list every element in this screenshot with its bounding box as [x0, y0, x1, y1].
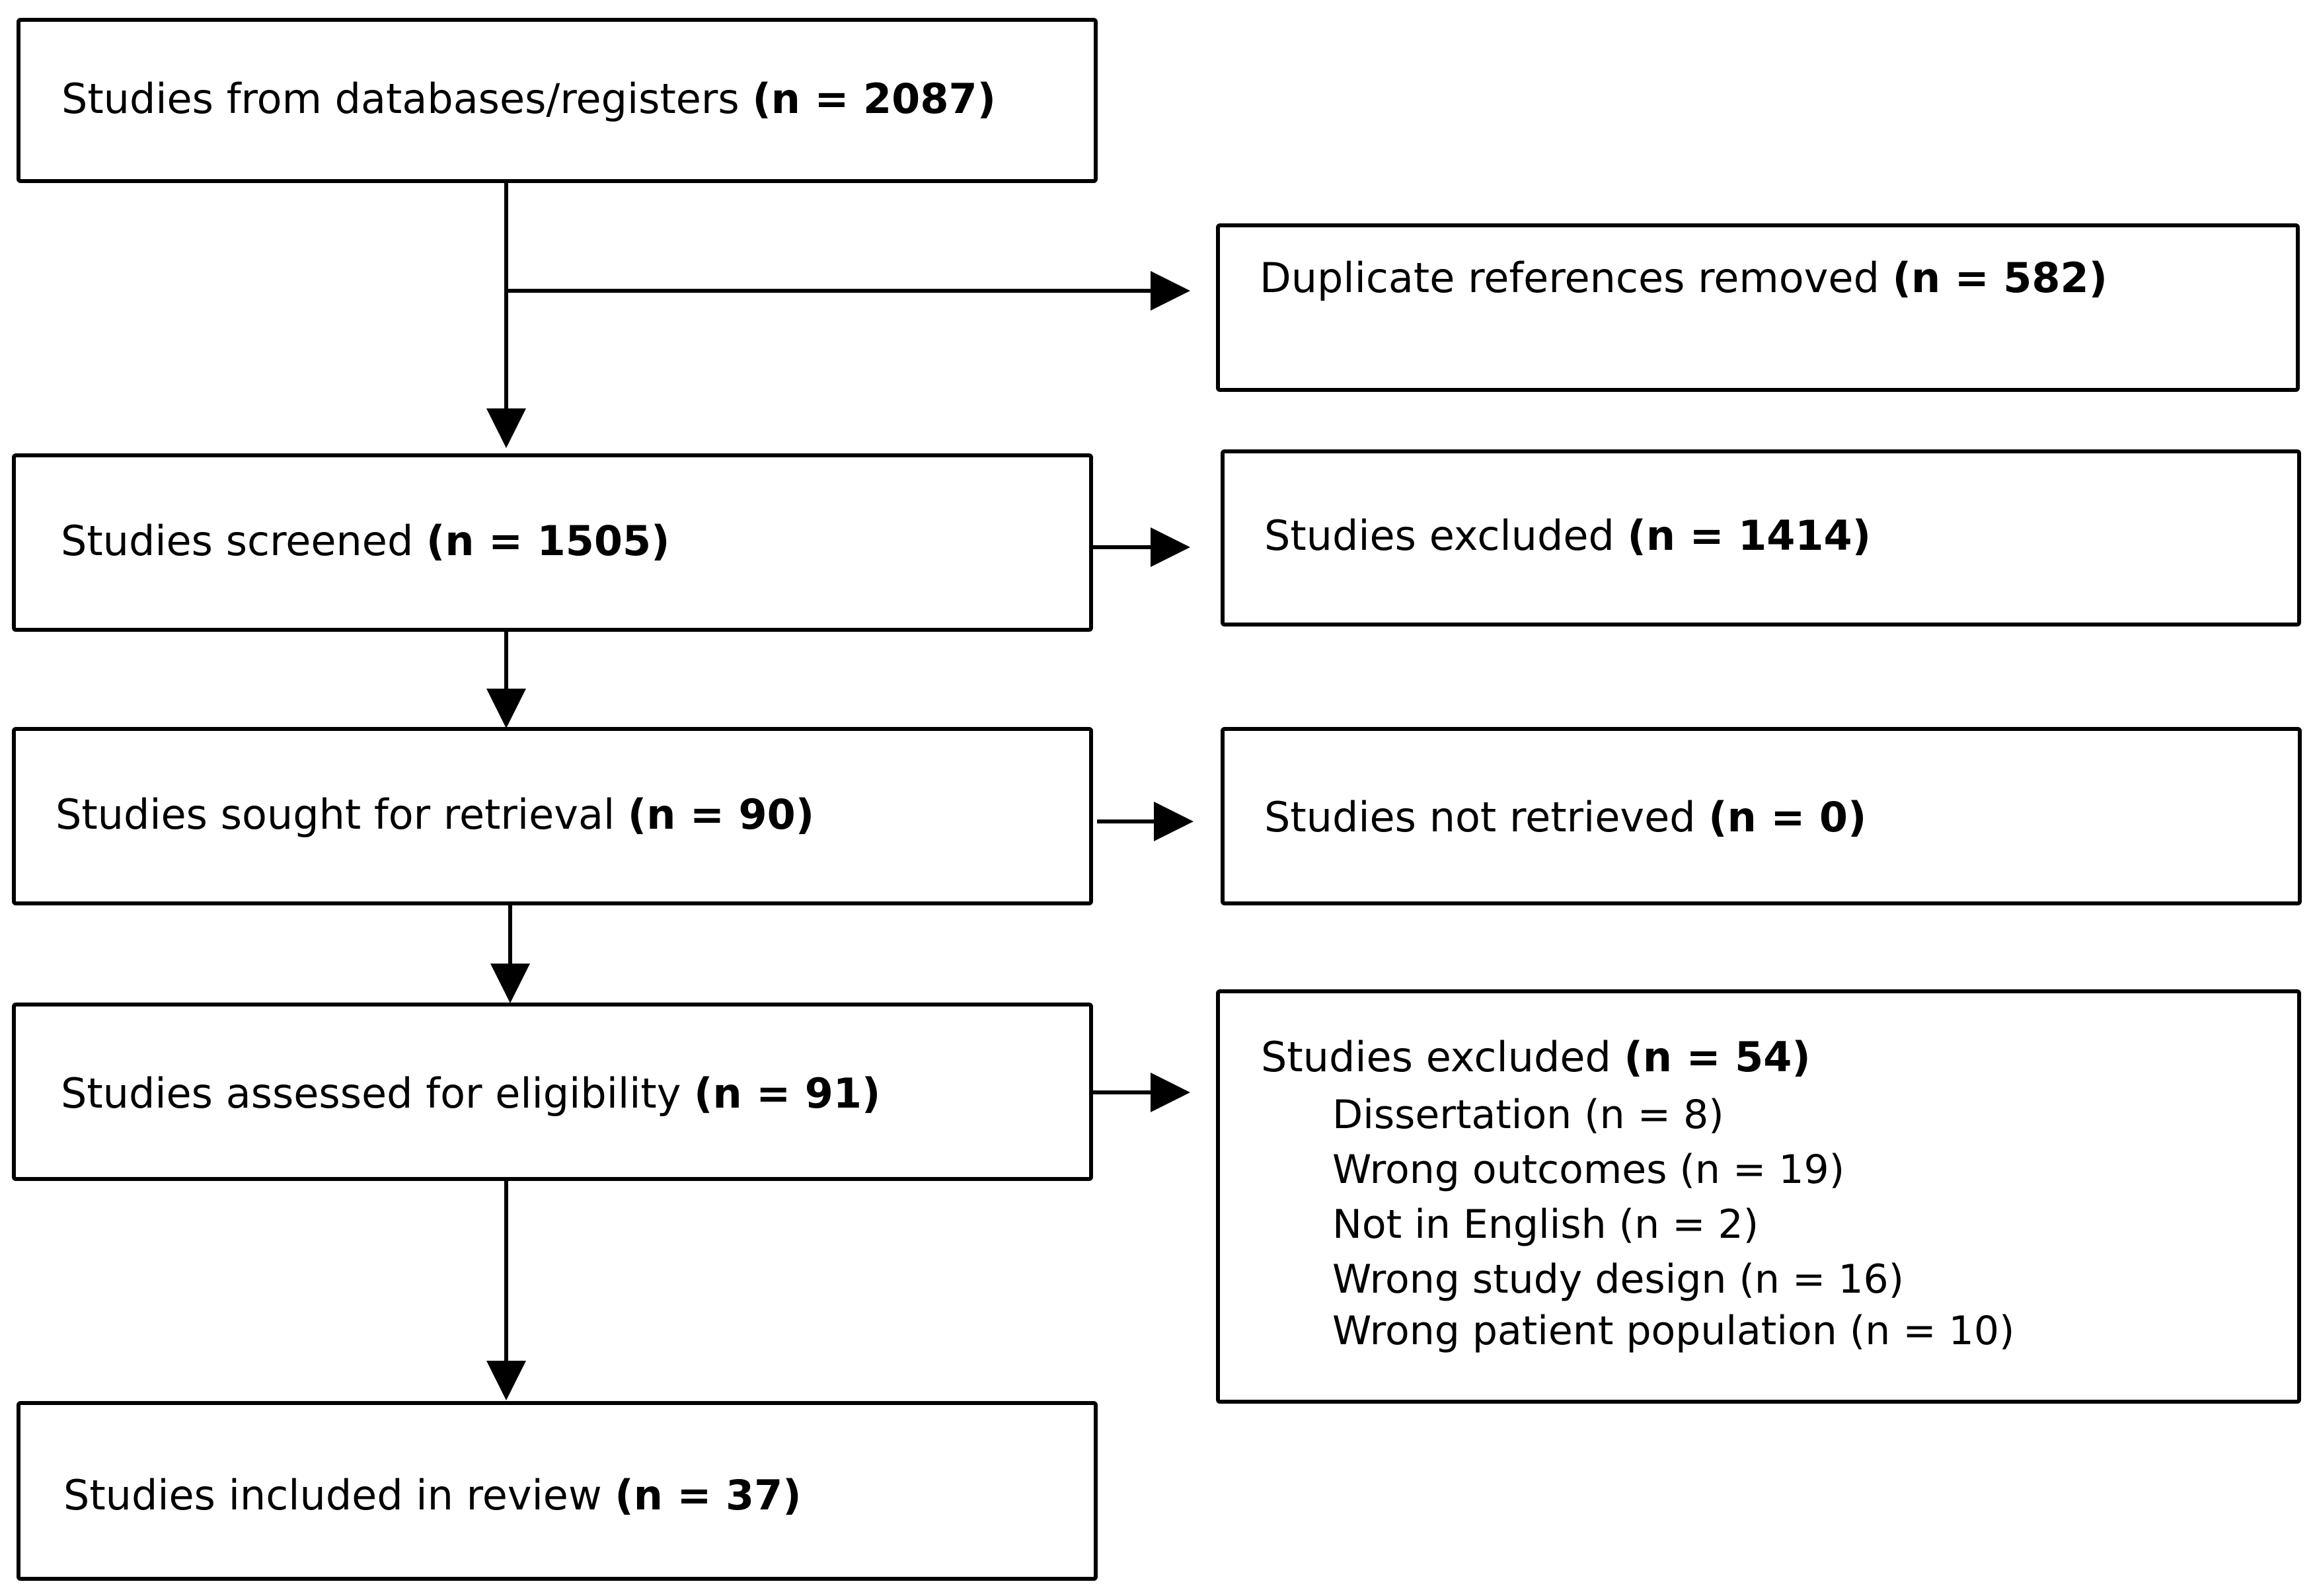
exclusion-reason: Wrong study design (n = 16) [1332, 1256, 1905, 1303]
exclusion-reason: Not in English (n = 2) [1332, 1201, 1759, 1248]
identified-count: (n = 2087) [752, 75, 996, 123]
screened-label: Studies screened [61, 517, 414, 565]
included-label: Studies included in review [63, 1471, 602, 1519]
included-count: (n = 37) [615, 1471, 802, 1519]
duplicates-box: Duplicate references removed (n = 582) [1216, 223, 2300, 392]
assessed-count: (n = 91) [694, 1069, 881, 1118]
sought-box: Studies sought for retrieval (n = 90) [12, 727, 1093, 905]
duplicates-label: Duplicate references removed [1260, 254, 1879, 302]
excluded-screen-count: (n = 1414) [1627, 512, 1872, 560]
identified-box: Studies from databases/registers (n = 20… [17, 18, 1098, 183]
excluded-full-box: Studies excluded (n = 54) Dissertation (… [1216, 989, 2301, 1404]
assessed-label: Studies assessed for eligibility [61, 1069, 681, 1118]
excluded-screen-label: Studies excluded [1264, 512, 1614, 560]
excluded-full-count: (n = 54) [1624, 1033, 1811, 1081]
duplicates-count: (n = 582) [1892, 254, 2108, 302]
included-box: Studies included in review (n = 37) [17, 1401, 1098, 1581]
sought-count: (n = 90) [627, 790, 815, 839]
assessed-box: Studies assessed for eligibility (n = 91… [12, 1003, 1093, 1181]
screened-count: (n = 1505) [426, 517, 670, 565]
exclusion-reason: Wrong patient population (n = 10) [1332, 1308, 2015, 1354]
sought-label: Studies sought for retrieval [56, 790, 615, 839]
not-retrieved-label: Studies not retrieved [1264, 793, 1696, 841]
excluded-full-label: Studies excluded [1261, 1033, 1611, 1081]
not-retrieved-box: Studies not retrieved (n = 0) [1221, 727, 2302, 905]
exclusion-reason: Wrong outcomes (n = 19) [1332, 1147, 1845, 1193]
identified-label: Studies from databases/registers [61, 75, 739, 123]
not-retrieved-count: (n = 0) [1708, 793, 1867, 841]
excluded-screen-box: Studies excluded (n = 1414) [1221, 449, 2301, 627]
exclusion-reason: Dissertation (n = 8) [1332, 1092, 1724, 1138]
screened-box: Studies screened (n = 1505) [12, 453, 1093, 632]
